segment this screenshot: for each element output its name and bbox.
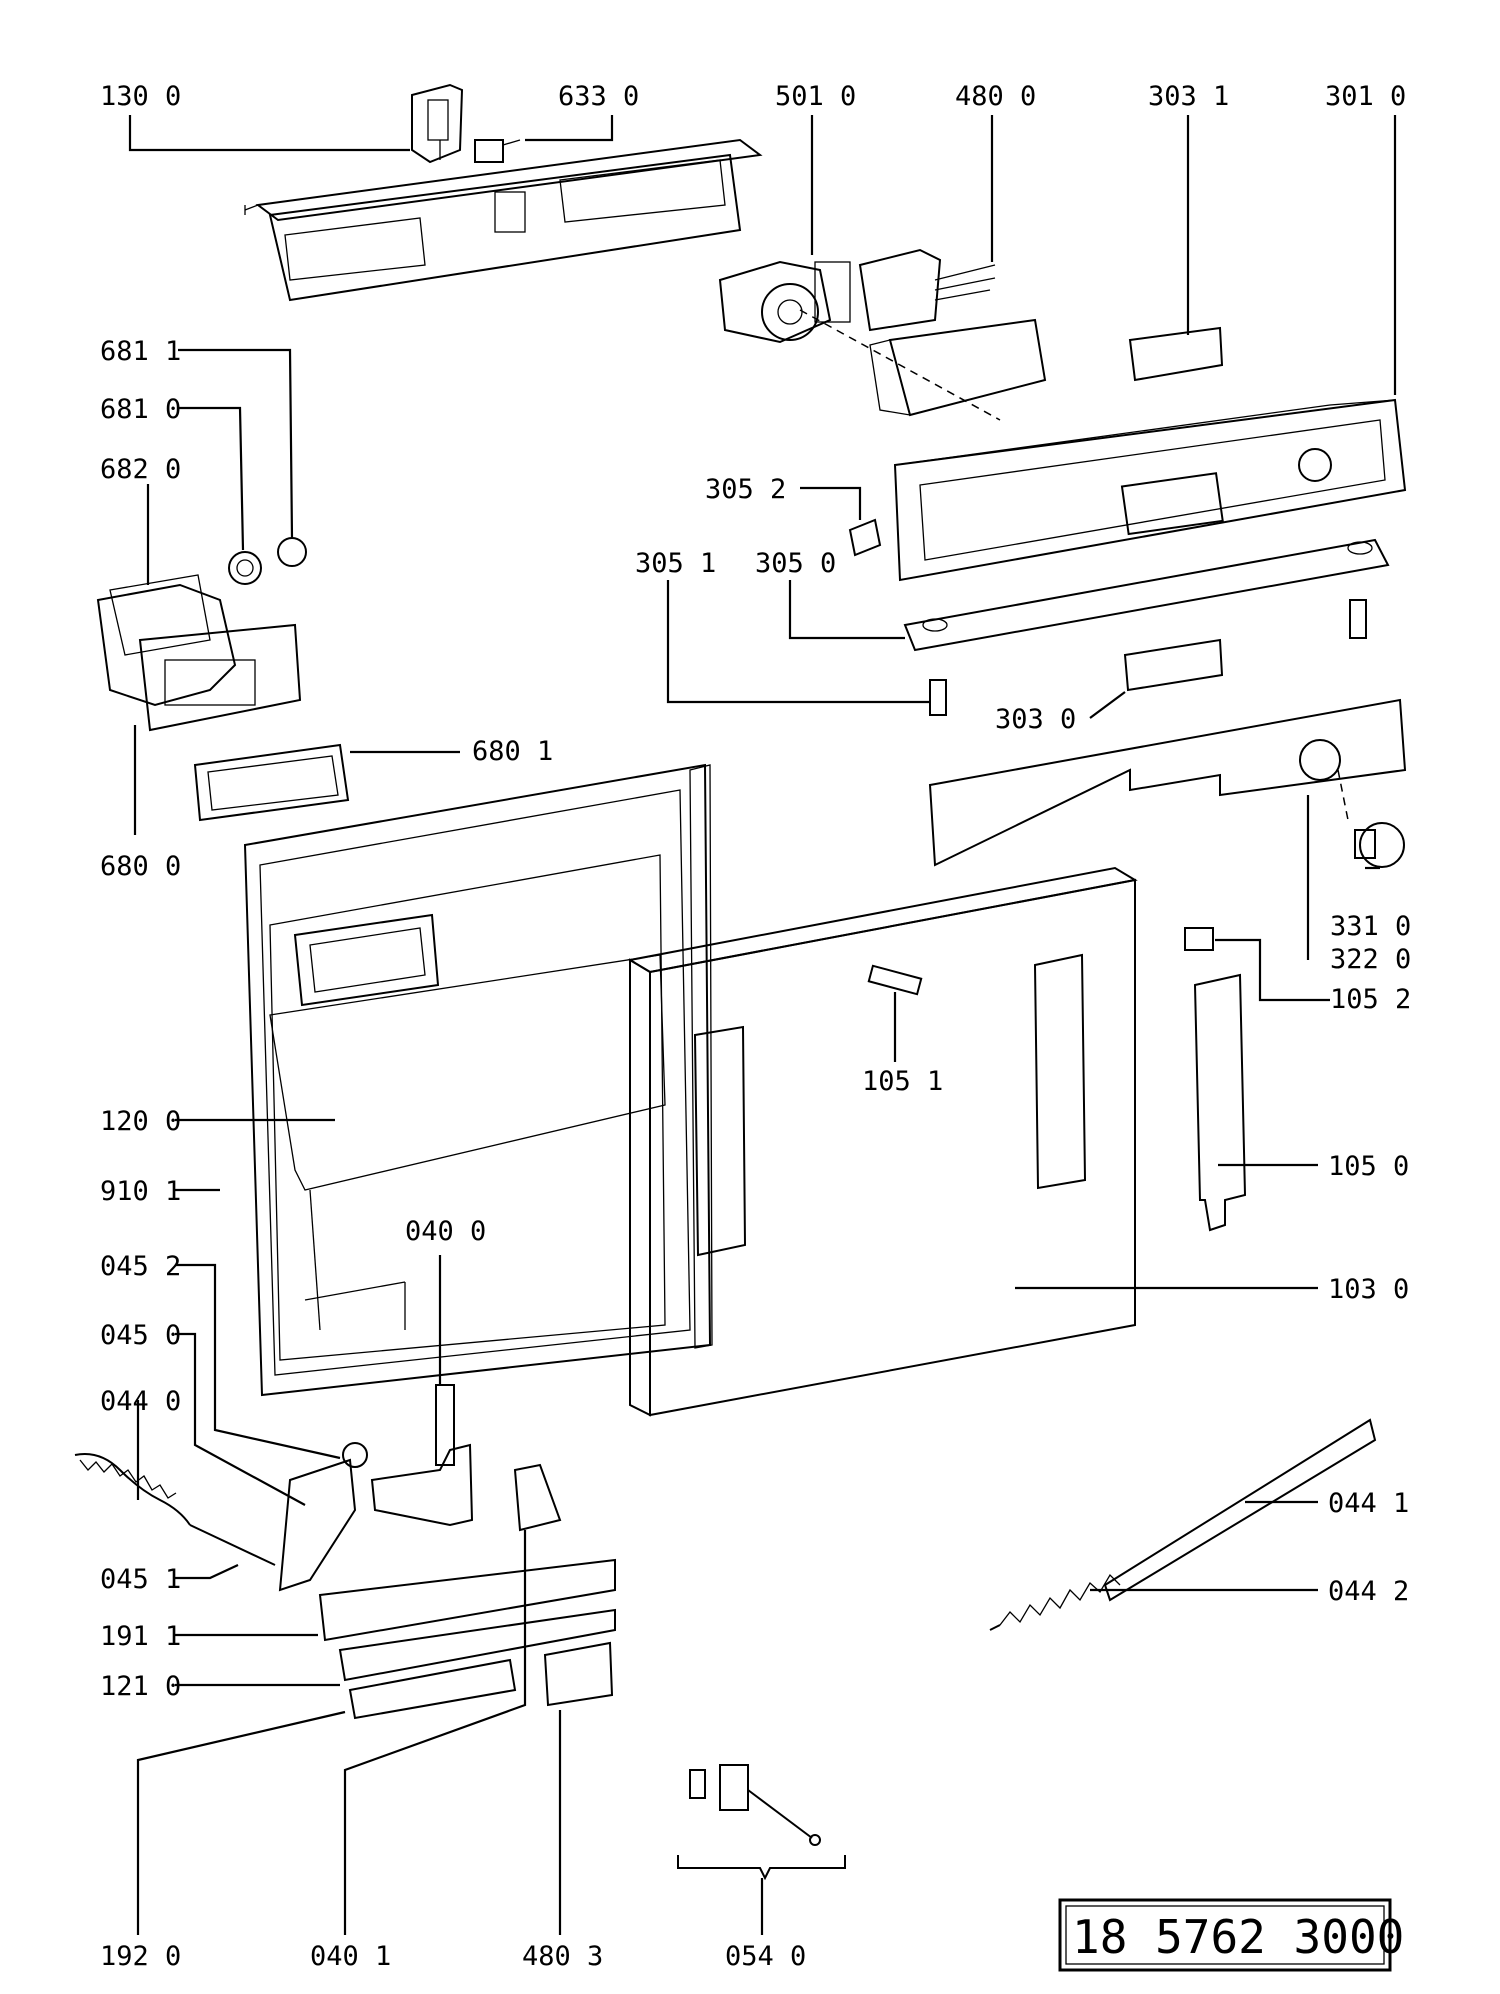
label-044-2: 044 2 <box>1328 1576 1409 1607</box>
bottom-rail-191-1 <box>318 1558 616 1642</box>
screw-305-1 <box>929 679 947 716</box>
gasket-part <box>193 743 350 822</box>
hinge-plate-040-1 <box>513 1463 562 1532</box>
label-044-1: 044 1 <box>1328 1488 1409 1519</box>
label-192-0: 192 0 <box>100 1941 181 1972</box>
knob-part <box>1354 822 1405 868</box>
control-panel-part <box>893 398 1407 582</box>
screw-right <box>1349 599 1367 639</box>
label-480-3: 480 3 <box>522 1941 603 1972</box>
outer-door-panel-part <box>627 866 1138 1417</box>
spring-044-0 <box>74 1453 276 1566</box>
label-633-0: 633 0 <box>558 81 639 112</box>
label-103-0: 103 0 <box>1328 1274 1409 1305</box>
label-301-0: 301 0 <box>1325 81 1406 112</box>
label-331-0: 331 0 <box>1330 911 1411 942</box>
bottom-rail-192-0 <box>348 1658 517 1720</box>
part-labels: 130 0 633 0 501 0 480 0 303 1 301 0 681 … <box>100 81 1411 1972</box>
label-044-0: 044 0 <box>100 1386 181 1417</box>
label-305-0: 305 0 <box>755 548 836 579</box>
label-045-2: 045 2 <box>100 1251 181 1282</box>
label-681-0: 681 0 <box>100 394 181 425</box>
label-130-0: 130 0 <box>100 81 181 112</box>
seal-ring-681-1 <box>277 537 307 567</box>
label-191-1: 191 1 <box>100 1621 181 1652</box>
small-switch-part <box>474 139 521 163</box>
label-322-0: 322 0 <box>1330 944 1411 975</box>
parts-kit-054-0 <box>677 1764 846 1881</box>
label-501-0: 501 0 <box>775 81 856 112</box>
label-045-1: 045 1 <box>100 1564 181 1595</box>
clip-part-303-1 <box>1128 326 1224 382</box>
label-040-1: 040 1 <box>310 1941 391 1972</box>
bottom-rail-121-0 <box>338 1608 616 1682</box>
label-040-0: 040 0 <box>405 1216 486 1247</box>
timer-motor-part <box>718 260 1001 421</box>
label-105-2: 105 2 <box>1330 984 1411 1015</box>
label-681-1: 681 1 <box>100 336 181 367</box>
clip-105-2 <box>1184 927 1214 951</box>
hinge-bracket-040-0 <box>370 1384 474 1527</box>
control-module-part <box>411 83 464 164</box>
connector-480-3 <box>543 1641 614 1707</box>
label-680-0: 680 0 <box>100 851 181 882</box>
clip-part-303-0 <box>1123 638 1224 692</box>
label-682-0: 682 0 <box>100 454 181 485</box>
hinge-arm-045-0 <box>278 1442 368 1592</box>
label-054-0: 054 0 <box>725 1941 806 1972</box>
label-305-2: 305 2 <box>705 474 786 505</box>
bracket-305-2 <box>848 518 882 557</box>
label-910-1: 910 1 <box>100 1176 181 1207</box>
label-120-0: 120 0 <box>100 1106 181 1137</box>
label-680-1: 680 1 <box>472 736 553 767</box>
panel-strip-part <box>928 698 1407 867</box>
inner-door-frame-part <box>243 763 713 1397</box>
document-number-box: 18 5762 3000 <box>1058 1898 1404 1972</box>
label-303-0: 303 0 <box>995 704 1076 735</box>
label-105-1: 105 1 <box>862 1066 943 1097</box>
label-121-0: 121 0 <box>100 1671 181 1702</box>
label-480-0: 480 0 <box>955 81 1036 112</box>
dispenser-assembly-part <box>96 574 302 732</box>
document-number: 18 5762 3000 <box>1072 1910 1404 1964</box>
motor-bracket-part <box>869 318 1047 417</box>
tension-rod-044-1 <box>1103 1418 1377 1602</box>
label-045-0: 045 0 <box>100 1320 181 1351</box>
top-rail-part <box>244 138 763 302</box>
label-305-1: 305 1 <box>635 548 716 579</box>
cap-681-0 <box>228 551 262 585</box>
label-105-0: 105 0 <box>1328 1151 1409 1182</box>
spring-044-2 <box>989 1573 1121 1631</box>
label-303-1: 303 1 <box>1148 81 1229 112</box>
wire-connector-part <box>858 248 996 332</box>
support-bar-part <box>903 538 1390 652</box>
vertical-bracket-part <box>1193 973 1247 1232</box>
leader-lines <box>128 115 1397 1935</box>
